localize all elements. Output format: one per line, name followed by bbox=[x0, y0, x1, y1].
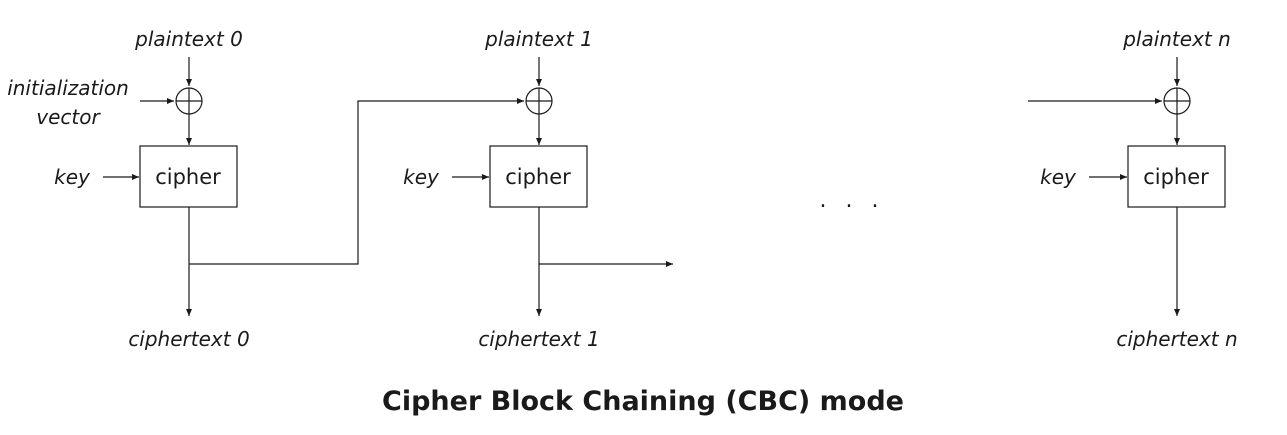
cipher-1-label: cipher bbox=[505, 165, 571, 189]
cipher-n-box bbox=[1127, 145, 1226, 208]
cipher-0-box bbox=[139, 145, 238, 208]
plaintext-1-label: plaintext 1 bbox=[484, 27, 593, 51]
block-0: plaintext 0 initialization vector key ci… bbox=[7, 27, 524, 351]
iv-label-line1: initialization bbox=[7, 76, 129, 100]
key-1-label: key bbox=[403, 165, 440, 189]
cipher-1-box bbox=[489, 145, 588, 208]
key-0-label: key bbox=[54, 165, 91, 189]
plaintext-0-label: plaintext 0 bbox=[134, 27, 243, 51]
key-n-label: key bbox=[1040, 165, 1077, 189]
plaintext-n-label: plaintext n bbox=[1122, 27, 1231, 51]
block-n: plaintext n key cipher ciphertext n bbox=[1028, 27, 1238, 351]
iv-label-line2: vector bbox=[36, 105, 101, 129]
chain-0-to-1 bbox=[189, 98, 524, 265]
xor-0-icon bbox=[175, 87, 203, 115]
cipher-0-label: cipher bbox=[155, 165, 221, 189]
cipher-n-label: cipher bbox=[1143, 165, 1209, 189]
ciphertext-n-label: ciphertext n bbox=[1116, 327, 1237, 351]
ellipsis: . . . bbox=[820, 188, 885, 213]
ciphertext-0-label: ciphertext 0 bbox=[128, 327, 249, 351]
xor-n-icon bbox=[1163, 87, 1191, 115]
block-1: plaintext 1 key cipher ciphertext 1 bbox=[403, 27, 673, 351]
xor-1-icon bbox=[525, 87, 553, 115]
diagram-title: Cipher Block Chaining (CBC) mode bbox=[382, 386, 904, 417]
ciphertext-1-label: ciphertext 1 bbox=[478, 327, 599, 351]
